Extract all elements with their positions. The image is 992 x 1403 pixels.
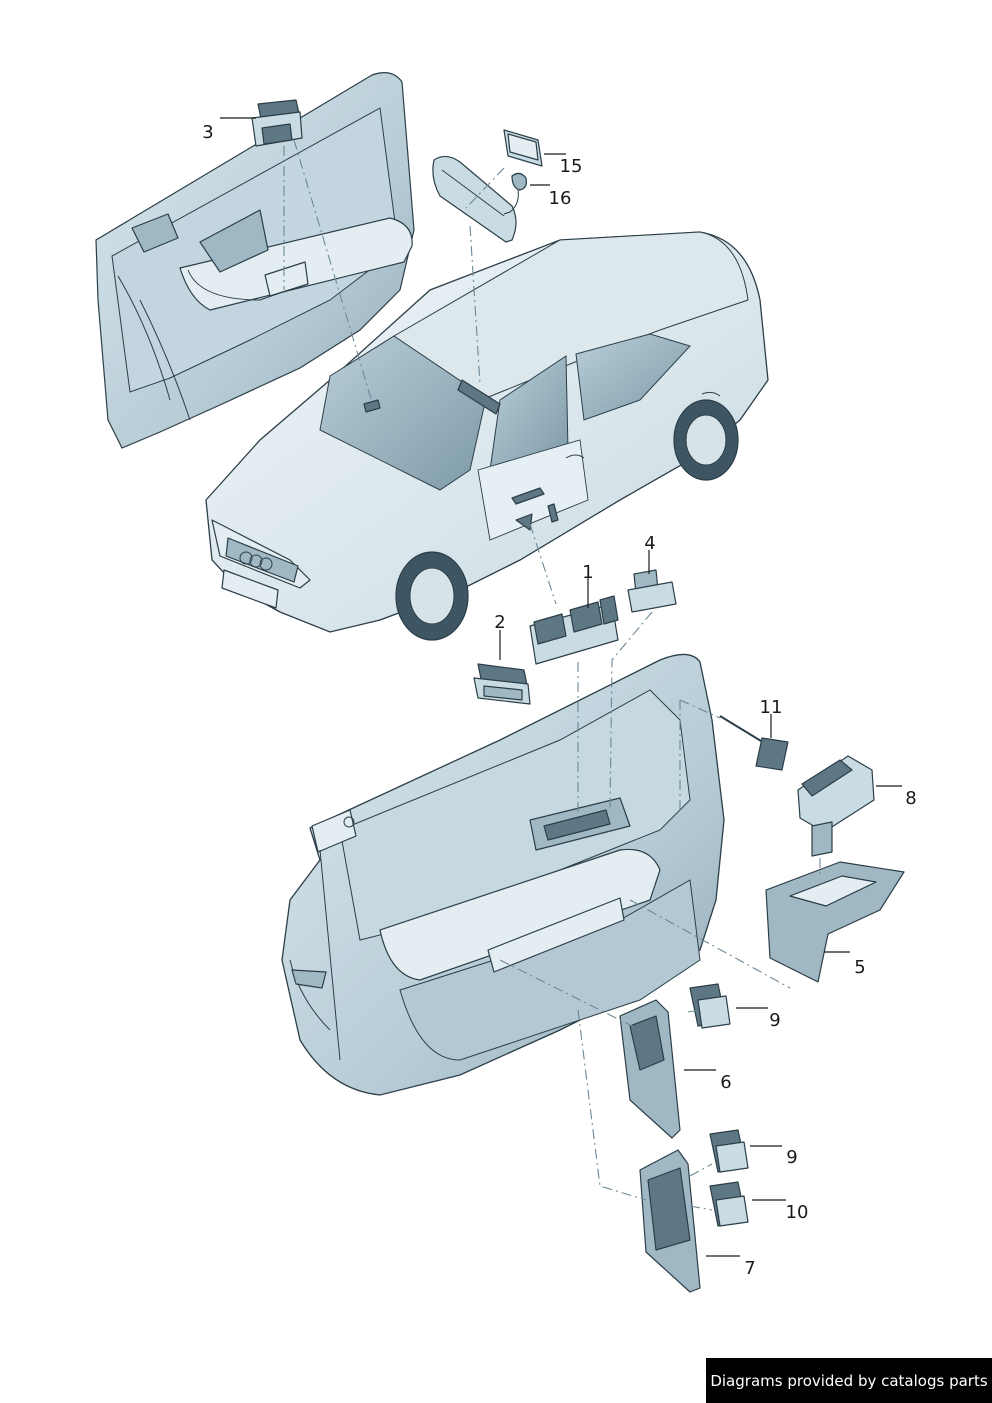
part-10-switch (709, 1181, 749, 1227)
callout-10: 10 (786, 1202, 809, 1223)
footer-credit-text: Diagrams provided by catalogs parts (710, 1371, 988, 1390)
callout-11: 11 (760, 697, 783, 718)
part-7-switch-bezel (639, 1149, 701, 1293)
callout-6: 6 (720, 1072, 731, 1093)
callout-3: 3 (202, 122, 213, 143)
callout-1: 1 (582, 562, 593, 583)
car-illustration (205, 231, 769, 641)
part-3-rear-window-switch (251, 99, 303, 147)
part-5-switch-trim (765, 861, 905, 983)
leader-lines (220, 117, 902, 1257)
part-4-mirror-adjust-switch (627, 569, 677, 613)
part-9-switch-lower (709, 1129, 749, 1173)
part-11-connector (719, 715, 789, 771)
part-9-switch-upper (689, 983, 731, 1029)
part-8-window-switch (797, 755, 875, 857)
front-door-panel-illustration (281, 653, 725, 1096)
callout-8: 8 (905, 788, 916, 809)
part-6-switch-bezel (619, 999, 681, 1139)
callout-2: 2 (494, 612, 505, 633)
part-16-visor-microswitch (503, 172, 527, 215)
part-15-visor-mirror-light (503, 129, 543, 167)
callout-9-upper: 9 (769, 1010, 780, 1031)
footer-credit: Diagrams provided by catalogs parts (706, 1358, 992, 1403)
callout-15: 15 (560, 156, 583, 177)
callout-4: 4 (644, 533, 655, 554)
part-1-master-window-switch (529, 595, 619, 665)
assembly-lines (283, 139, 821, 1211)
callout-5: 5 (854, 957, 865, 978)
callout-7: 7 (744, 1258, 755, 1279)
rear-door-panel-illustration (95, 72, 415, 449)
callout-9-lower: 9 (786, 1147, 797, 1168)
callout-labels: 1 2 3 4 5 6 7 8 9 9 10 11 15 16 (202, 122, 916, 1279)
callout-16: 16 (549, 188, 572, 209)
part-2-passenger-window-switch (473, 663, 531, 705)
